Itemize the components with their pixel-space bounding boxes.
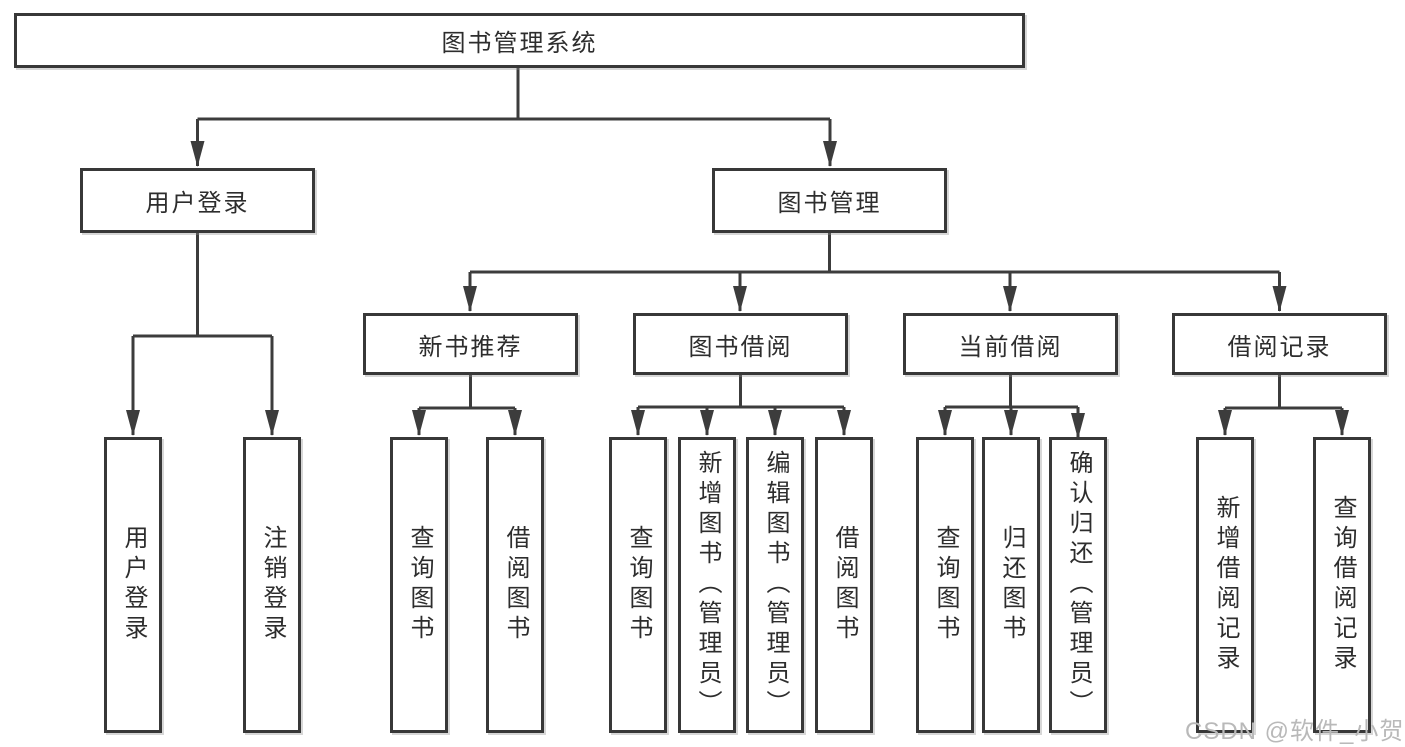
node-library-system: 图书管理系统 [14, 13, 1025, 68]
leaf-user-login: 用户登录 [104, 437, 162, 733]
node-new-book-recommend: 新书推荐 [363, 313, 578, 375]
leaf-borrow-books-label: 借阅图书 [831, 525, 858, 645]
leaf-current-query-books: 查询图书 [916, 437, 974, 733]
node-user-login-label: 用户登录 [145, 190, 250, 217]
leaf-confirm-return-admin-label: 确认归还（管理员） [1065, 450, 1092, 720]
leaf-user-login-label: 用户登录 [120, 525, 147, 645]
node-book-borrowing: 图书借阅 [633, 313, 848, 375]
leaf-borrowing-query-books: 查询图书 [609, 437, 667, 733]
leaf-borrowing-query-books-label: 查询图书 [625, 525, 652, 645]
connector-book-borrow-children [631, 375, 851, 436]
node-library-system-label: 图书管理系统 [441, 30, 598, 57]
node-user-login: 用户登录 [80, 168, 315, 233]
leaf-query-borrow-record-label: 查询借阅记录 [1329, 495, 1356, 675]
connector-book-mgmt-children [463, 233, 1287, 312]
node-book-management: 图书管理 [712, 168, 947, 233]
leaf-newbook-query-books: 查询图书 [390, 437, 448, 733]
leaf-edit-books-admin: 编辑图书（管理员） [746, 437, 804, 733]
node-current-borrowing-label: 当前借阅 [958, 333, 1063, 361]
node-borrowing-records: 借阅记录 [1172, 313, 1387, 375]
node-book-borrowing-label: 图书借阅 [688, 333, 793, 361]
connector-current-children [938, 375, 1085, 439]
leaf-query-borrow-record: 查询借阅记录 [1313, 437, 1371, 733]
leaf-confirm-return-admin: 确认归还（管理员） [1049, 437, 1107, 733]
leaf-add-borrow-record: 新增借阅记录 [1196, 437, 1254, 733]
node-borrowing-records-label: 借阅记录 [1227, 333, 1332, 361]
connector-records-children [1218, 375, 1349, 436]
connector-new-book-children [412, 375, 522, 436]
leaf-logout: 注销登录 [243, 437, 301, 733]
node-current-borrowing: 当前借阅 [903, 313, 1118, 375]
leaf-return-books: 归还图书 [982, 437, 1040, 733]
leaf-return-books-label: 归还图书 [998, 525, 1025, 645]
node-new-book-recommend-label: 新书推荐 [418, 333, 523, 361]
connector-root-to-level2 [190, 68, 837, 167]
connector-user-login-children [126, 233, 279, 436]
csdn-watermark: CSDN @软件_小贺同学 [1185, 718, 1405, 745]
leaf-current-query-books-label: 查询图书 [932, 525, 959, 645]
leaf-logout-label: 注销登录 [259, 525, 286, 645]
leaf-newbook-borrow-books-label: 借阅图书 [502, 525, 529, 645]
leaf-add-books-admin-label: 新增图书（管理员） [694, 450, 721, 720]
leaf-borrow-books: 借阅图书 [815, 437, 873, 733]
leaf-add-borrow-record-label: 新增借阅记录 [1212, 495, 1239, 675]
leaf-add-books-admin: 新增图书（管理员） [678, 437, 736, 733]
leaf-edit-books-admin-label: 编辑图书（管理员） [762, 450, 789, 720]
leaf-newbook-borrow-books: 借阅图书 [486, 437, 544, 733]
node-book-management-label: 图书管理 [777, 190, 882, 217]
leaf-newbook-query-books-label: 查询图书 [406, 525, 433, 645]
